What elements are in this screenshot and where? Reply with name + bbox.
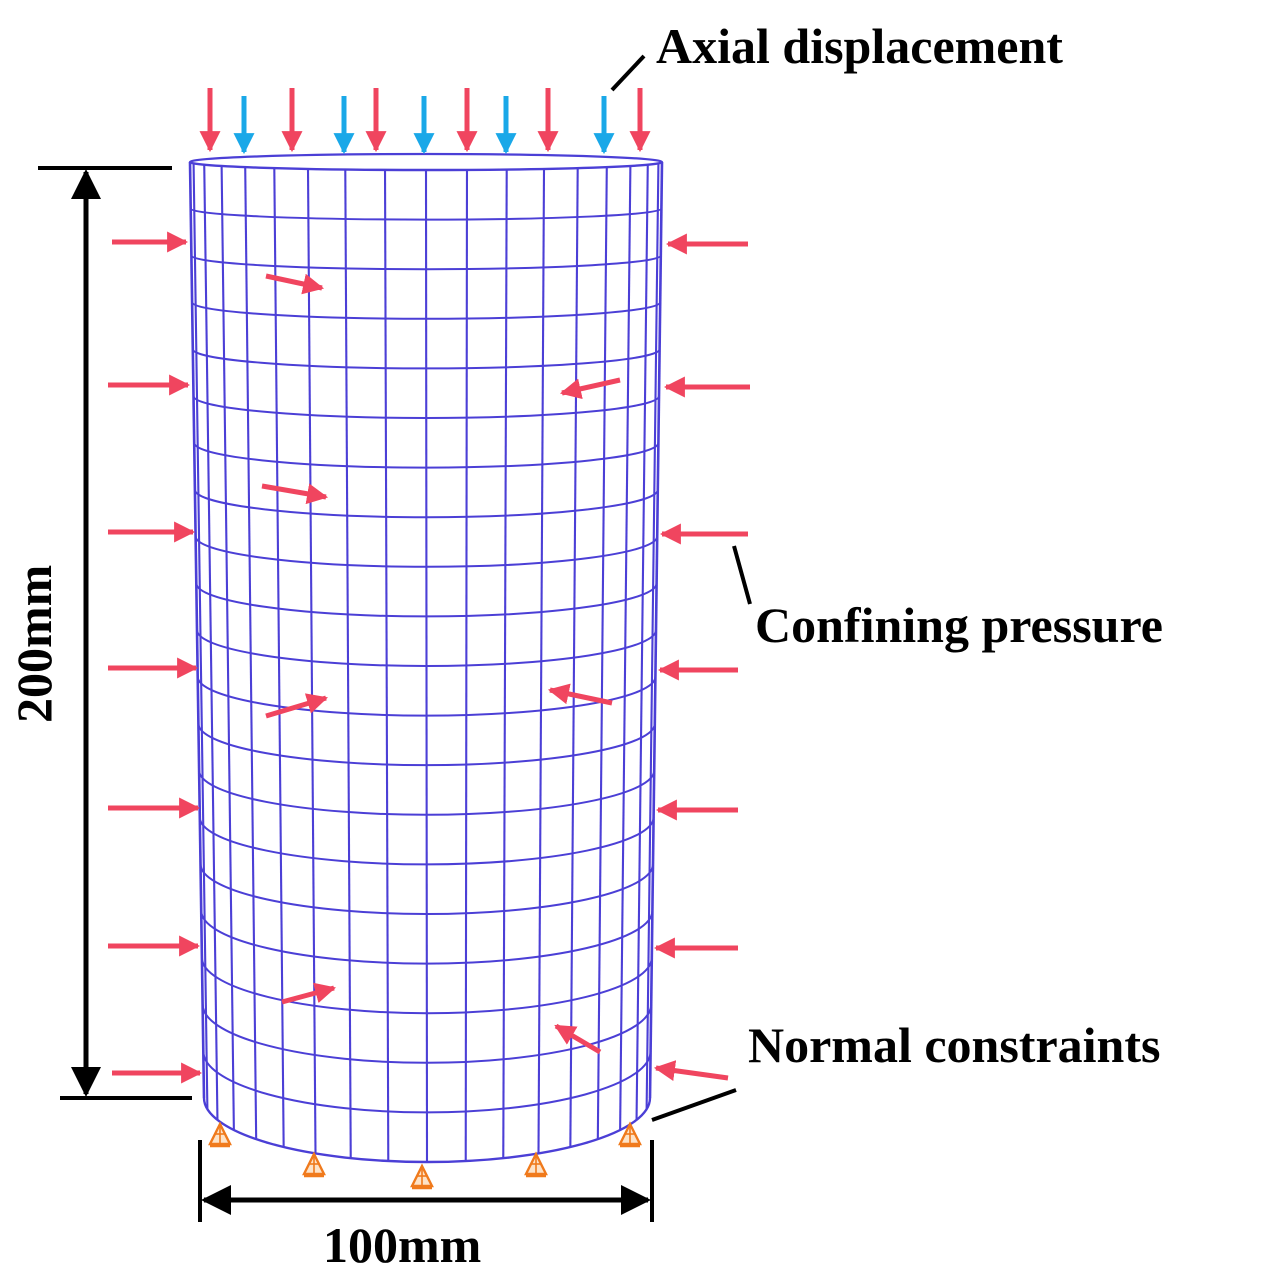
mesh-column-line <box>569 168 579 1148</box>
surface-pressure-arrow <box>547 683 613 706</box>
mesh-top-back-edge <box>188 152 664 164</box>
mesh-column-line <box>192 163 209 1110</box>
mesh-column-line <box>273 168 285 1148</box>
mesh-column-line <box>502 169 508 1159</box>
mesh-ring <box>188 160 664 172</box>
surface-pressure-arrow <box>554 1023 602 1055</box>
mesh-column-line <box>645 163 660 1110</box>
support-cone <box>524 1151 548 1178</box>
support-cone <box>618 1121 642 1148</box>
height-dimension-label: 200mm <box>6 565 62 723</box>
dimension-lines <box>38 54 752 1222</box>
normal-constraints-leader <box>651 1088 737 1122</box>
axial-displacement-label: Axial displacement <box>656 18 1063 74</box>
mesh-column-line <box>244 167 258 1140</box>
load-arrows <box>108 88 750 1084</box>
mesh-column-line <box>424 169 429 1163</box>
support-cone <box>208 1121 232 1148</box>
confining-pressure-arrow <box>653 1060 729 1082</box>
mesh-column-line <box>537 168 546 1154</box>
surface-pressure-arrow <box>559 377 621 400</box>
normal-constraints-label: Normal constraints <box>748 1017 1160 1073</box>
surface-pressure-arrow <box>261 483 329 505</box>
surface-pressure-arrow <box>281 982 337 1005</box>
mesh-column-line <box>648 161 664 1099</box>
mesh-column-line <box>635 164 649 1120</box>
mesh-column-line <box>464 169 469 1162</box>
mesh-column-line <box>188 161 206 1099</box>
diameter-dimension-label: 100mm <box>323 1217 481 1273</box>
surface-pressure-arrow <box>265 693 329 719</box>
mesh-column-line <box>619 165 632 1131</box>
support-cone <box>410 1163 434 1190</box>
mesh-column-line <box>220 165 235 1131</box>
cylinder-mesh <box>188 152 664 1164</box>
confining-pressure-label: Confining pressure <box>755 597 1163 653</box>
mesh-column-line <box>383 169 390 1162</box>
mesh-column-line <box>596 167 608 1140</box>
mesh-column-line <box>203 164 219 1120</box>
axial-displacement-leader <box>610 54 646 92</box>
surface-pressure-arrow <box>265 273 325 295</box>
confining-pressure-leader <box>732 545 752 605</box>
mesh-column-line <box>344 169 352 1159</box>
support-cone <box>302 1151 326 1178</box>
normal-constraint-supports <box>208 1121 642 1190</box>
